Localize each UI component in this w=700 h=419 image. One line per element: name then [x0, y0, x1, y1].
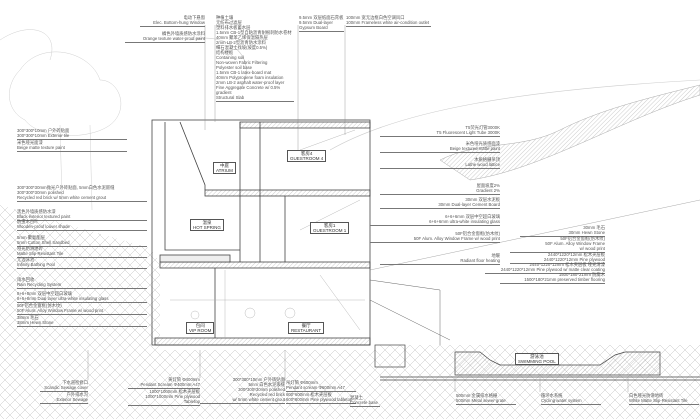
trees	[0, 29, 121, 211]
annotation-bottom: 户外排水沟 Exterior Sewage	[40, 392, 88, 404]
deck	[369, 279, 451, 345]
annotation-left: 300*300*30mm抛光户外砖贴面, 5mm白色水泥嵌缝 300*300*3…	[17, 185, 147, 202]
annotation-bottom: 600*600mm 松木夹层板 600*600mm Pine plywood t…	[286, 392, 356, 404]
annotation-right-lower: 1500*180*21mm 防腐木 1500*180*21mm preserve…	[500, 272, 605, 284]
annotation-left: 哑光防滑地砖 Matte Slip-Resistant Tile	[17, 246, 147, 258]
annotation-bottom: 白色哑光防滑地砖 White Matte Slip-Resistant Tile	[629, 393, 699, 405]
annotation-left: 50F铝合金窗框(仿木纹) 50F Alum. Alloy Window Fra…	[17, 303, 147, 315]
annotation-right: 地暖 Radiant floor heating	[380, 253, 500, 265]
annotation-top: 9.5mm 双层纸面石膏板 9.5mm Dual-layer Gypsum Bo…	[299, 15, 344, 32]
annotation-bottom: 下水道检修口 Scandic Sewage cover	[40, 380, 88, 392]
terrace-slope	[369, 199, 700, 271]
annotation-top: 橘色外墙质感防水涂料 Orange texture water-proof pa…	[125, 31, 205, 43]
annotation-top: 100mm 宽无边框白色空调风口 100mm Frameless white a…	[346, 15, 431, 27]
room-label-hot-spring: 温泉 HOT SPRING	[190, 219, 224, 231]
room-label-restaurant: 餐厅 RESTAURANT	[288, 322, 325, 334]
annotation-left: 黑色外墙质感防水漆 Black exterior textured paint	[17, 209, 147, 221]
interior-detail	[170, 129, 365, 338]
annotation-right: 50F铝合金窗框(仿木纹) 50F Alum. Alloy Window Fra…	[370, 231, 500, 243]
annotation-right: T5荧光灯管3000K T5 Fluorescent Light Tube 30…	[380, 125, 500, 137]
annotation-bottom: 500mm 金属排水格栅 500mm Metal sewer grate	[456, 393, 516, 405]
annotation-left: 防虫木百叶 Wooden-proof louver shade	[17, 219, 147, 231]
room-label-guestroom-1: 客房1 GUESTROOM 1	[310, 222, 350, 234]
annotation-bottom: 吊灯筒 Φ600mm Pendant scream Φ600mm A47	[286, 380, 356, 392]
annotation-right: 米色哑光质感面漆 Beige textured matte paint	[380, 141, 500, 153]
annotation-right: 6+6+6mm 双层中空超白玻璃 6+6+6mm ultra-white ins…	[370, 214, 500, 226]
annotation-right-lower: 2440*1220*12mm 松木夹层板 2440*1220*12mm Pine…	[510, 252, 605, 264]
annotation-bottom: 混凝土 Concrete base	[350, 395, 380, 407]
annotation-bottom: 1000*1000mm 松木夹层板 1000*1000mm Pine plywo…	[128, 389, 200, 406]
leader-lines	[87, 25, 629, 392]
annotation-left: 米色哑光面漆 Beige matte texture paint	[17, 140, 127, 152]
building-structure	[151, 119, 371, 346]
annotation-bottom: 300*300*10mm 户外砖贴面 5mm 白色水泥嵌缝 300*300*30…	[200, 377, 285, 404]
hill-hatch	[439, 84, 700, 181]
annotation-right-lower: 50F铝合金窗框(仿木纹) 50F Alum. Alloy Window Fra…	[510, 236, 605, 253]
annotation-right: 30mm 双层水泥板 30mm Dual-layer Cement Board	[380, 197, 500, 209]
annotation-left: 5mm 聚氨酯层 5mm Cotton Shell Sandbed	[17, 235, 147, 247]
annotation-left: 38mm 毛石 38mm Hewn Stone	[17, 315, 147, 327]
annotation-top: 种植土壤 无纺布过滤层 塑料排水板蓄水层 1.5mm CB-1型自粘沥青耐根刺防…	[216, 15, 294, 102]
annotation-left: 8+6+8mm 双层中空超白玻璃 8+6+8mm Dual layer ultr…	[17, 291, 147, 303]
annotation-left: 雨水回收 Rain Recycling System	[17, 277, 147, 289]
room-label-swimming-pool: 游泳池 SWIMMING POOL	[515, 353, 559, 365]
annotation-right: 木质格栅吊顶 Lathe wood lattice	[380, 157, 500, 169]
room-label-vip-room: 包间 VIP ROOM	[186, 322, 215, 334]
annotation-right-lower: 30mm 毛石 30mm Hewn Stone	[520, 225, 605, 237]
room-label-guestroom-4: 客房4 GUESTROOM 4	[287, 150, 327, 162]
annotation-left: 无边泳池 Infinity Bathing Pool	[17, 257, 147, 269]
annotation-bottom: 黄灯筒 Φ400mm Pendant Scream Φ400mm A47	[128, 377, 200, 389]
room-label-atrium: 中庭 ATRIUM	[213, 162, 236, 174]
annotation-bottom: 循环水系统 Cycling water system	[541, 393, 601, 405]
annotation-right: 屋面坡度2% Gradient 2%	[380, 183, 500, 195]
annotation-right-lower: 2440*1220*12mm 松木夹层板 哑光清漆 2440*1220*12mm…	[485, 262, 605, 274]
annotation-top: 电动下悬窗 Elec. Bottom-hung Window	[140, 15, 205, 27]
annotation-left: 300*300*10mm 户外砖贴面 300*300*10mm Exterior…	[17, 128, 127, 140]
hill-contour	[189, 37, 700, 151]
